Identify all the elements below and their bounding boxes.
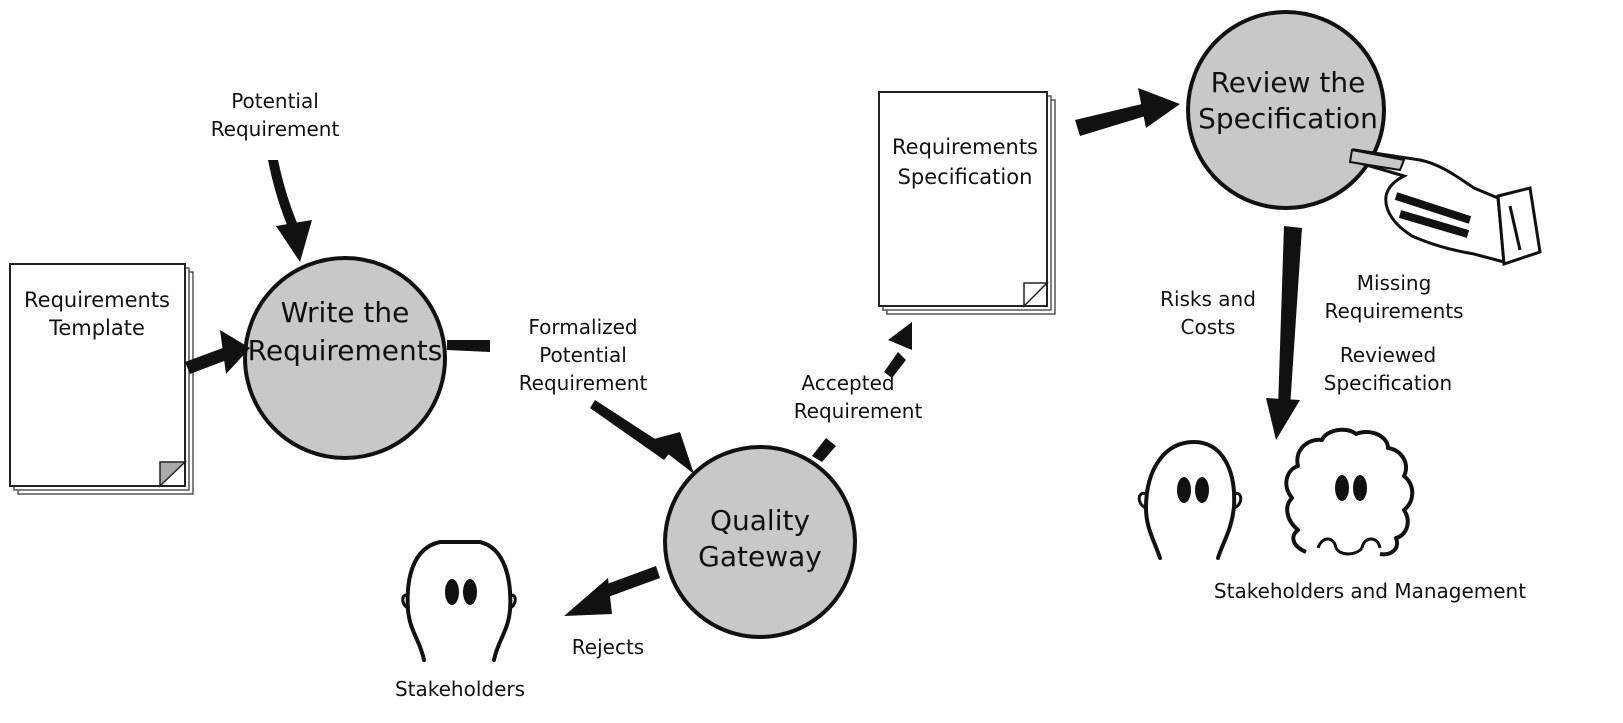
write-process-line2: Requirements xyxy=(248,334,443,367)
requirements-specification-document: Requirements Specification xyxy=(878,91,1056,315)
accepted-flow-stub xyxy=(812,438,836,462)
missing-line2: Requirements xyxy=(1324,299,1463,323)
review-line2: Specification xyxy=(1198,102,1378,135)
risks-line1: Risks and xyxy=(1160,287,1256,311)
stakeholder-figure-icon xyxy=(1137,439,1243,560)
template-line1: Requirements xyxy=(24,288,170,312)
template-arrowhead xyxy=(220,330,250,374)
potential-flow-arrow xyxy=(268,160,300,232)
potential-label-line1: Potential xyxy=(231,89,319,113)
accepted-flow-arrow xyxy=(884,352,906,378)
accepted-arrowhead xyxy=(888,322,912,350)
formalized-line3: Requirement xyxy=(519,371,648,395)
rejects-flow-arrow xyxy=(596,566,660,600)
stakeholder-figure-icon xyxy=(401,540,517,662)
review-specification-process: Review the Specification xyxy=(1186,10,1386,210)
template-flow-arrow xyxy=(185,346,232,374)
pointing-hand-icon xyxy=(1348,148,1542,267)
reviewed-line1: Reviewed xyxy=(1340,343,1436,367)
page-fold-icon xyxy=(1023,282,1049,308)
write-process-line1: Write the xyxy=(281,296,410,329)
stakeholders-label: Stakeholders xyxy=(395,677,525,701)
spec-doc-line2: Specification xyxy=(898,165,1033,189)
formalized-line1: Formalized xyxy=(528,315,637,339)
formalized-flow-stub xyxy=(447,340,490,352)
requirements-template-document: Requirements Template xyxy=(9,263,194,495)
spec-arrowhead xyxy=(1138,88,1180,128)
potential-label-line2: Requirement xyxy=(211,117,340,141)
write-requirements-process: Write the Requirements xyxy=(243,256,447,460)
quality-gateway-process: Quality Gateway xyxy=(663,445,857,639)
review-arrowhead xyxy=(1266,398,1300,440)
spec-doc-line1: Requirements xyxy=(892,135,1038,159)
review-line1: Review the xyxy=(1211,66,1366,99)
risks-line2: Costs xyxy=(1181,315,1236,339)
template-line2: Template xyxy=(48,316,145,340)
quality-line2: Gateway xyxy=(698,540,822,573)
reviewed-line2: Specification xyxy=(1324,371,1452,395)
potential-arrowhead xyxy=(276,220,312,262)
review-flow-arrow xyxy=(1278,226,1302,408)
formalized-line2: Potential xyxy=(539,343,627,367)
management-figure-icon xyxy=(1284,427,1415,557)
formalized-arrowhead xyxy=(650,432,694,474)
rejects-arrowhead xyxy=(564,578,612,616)
formalized-flow-arrow xyxy=(590,400,672,460)
missing-line1: Missing xyxy=(1357,271,1432,295)
management-label: Stakeholders and Management xyxy=(1214,579,1526,603)
rejects-label: Rejects xyxy=(572,635,644,659)
page-fold-icon xyxy=(159,461,187,488)
accepted-line2: Requirement xyxy=(794,399,923,423)
spec-flow-arrow xyxy=(1075,102,1152,136)
accepted-line1: Accepted xyxy=(801,371,894,395)
quality-line1: Quality xyxy=(710,504,810,537)
